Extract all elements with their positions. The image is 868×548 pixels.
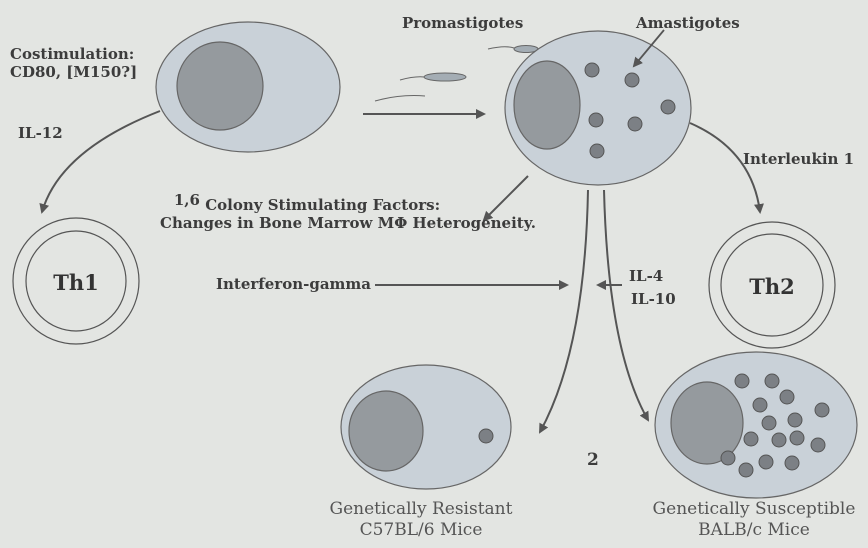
costim-macrophage xyxy=(156,22,340,152)
amastigotes-label: Amastigotes xyxy=(636,14,740,32)
promastigote xyxy=(424,73,466,81)
csf-superscript: 1,6 xyxy=(174,191,200,209)
resistant-line2: C57BL/6 Mice xyxy=(316,520,526,541)
interleukin1-label: Interleukin 1 xyxy=(743,150,854,168)
susceptible-caption: Genetically Susceptible BALB/c Mice xyxy=(640,499,868,541)
infected-macrophage xyxy=(505,31,691,185)
interferon-label: Interferon-gamma xyxy=(212,275,375,293)
il12-label: IL-12 xyxy=(18,124,63,142)
resistant-caption: Genetically Resistant C57BL/6 Mice xyxy=(316,499,526,541)
th1-label: Th1 xyxy=(41,270,111,295)
costimulation-label: Costimulation: CD80, [M150?] xyxy=(10,45,137,81)
arrow-to-resistant xyxy=(540,190,588,432)
susceptible-macrophage xyxy=(655,352,857,498)
promastigotes-label: Promastigotes xyxy=(402,14,523,32)
th2-label: Th2 xyxy=(737,274,807,299)
costimulation-line2: CD80, [M150?] xyxy=(10,63,137,81)
susceptible-line2: BALB/c Mice xyxy=(640,520,868,541)
il10-label: IL-10 xyxy=(631,290,676,308)
csf-line2: Changes in Bone Marrow MΦ Heterogeneity. xyxy=(160,214,492,232)
il4-label: IL-4 xyxy=(625,267,667,285)
susceptible-line1: Genetically Susceptible xyxy=(640,499,868,520)
resistant-line1: Genetically Resistant xyxy=(316,499,526,520)
number-2-label: 2 xyxy=(587,451,599,469)
csf-label: 1,6 Colony Stimulating Factors: Changes … xyxy=(160,196,492,232)
csf-line1: Colony Stimulating Factors: xyxy=(205,196,440,214)
resistant-macrophage xyxy=(341,365,511,489)
costimulation-line1: Costimulation: xyxy=(10,45,137,63)
